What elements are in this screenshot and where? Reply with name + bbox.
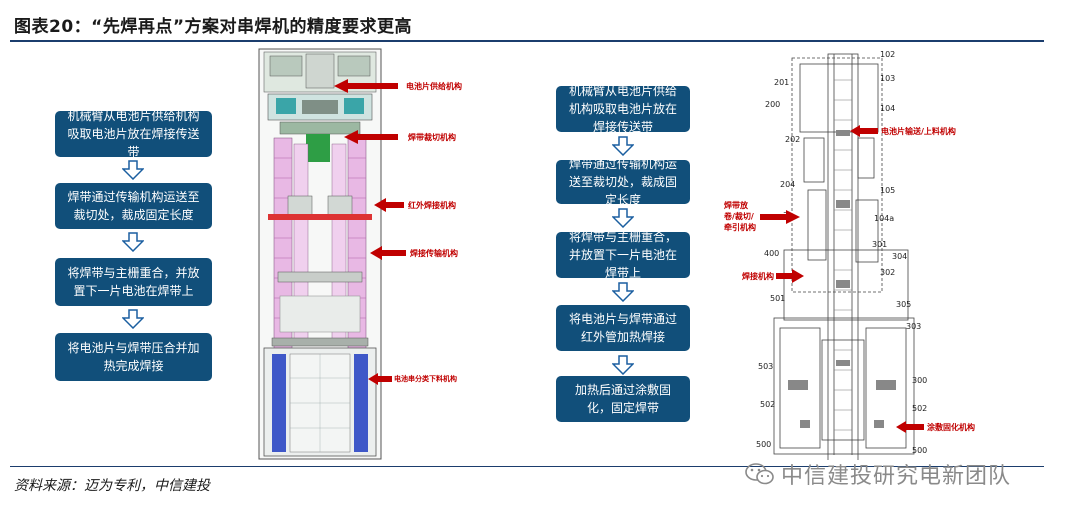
part-number: 303	[906, 322, 922, 331]
part-number: 105	[880, 186, 896, 195]
part-number: 502	[912, 404, 928, 413]
part-number: 304	[892, 252, 908, 261]
red-arrow-icon	[334, 79, 398, 93]
red-arrow-icon	[370, 246, 406, 260]
part-number: 305	[896, 300, 912, 309]
callout-ribbon-feed: 焊带放卷/裁切/牵引机构	[724, 200, 800, 233]
right-step-4: 将电池片与焊带通过红外管加热焊接	[556, 305, 690, 351]
red-arrow-icon	[776, 269, 804, 283]
callout-coating-curing: 涂敷固化机构	[896, 420, 975, 434]
callout-infrared-welding: 红外焊接机构	[374, 197, 456, 213]
left-step-3: 将焊带与主栅重合，并放置下一片电池在焊带上	[55, 258, 212, 306]
figure-title: 图表20：“先焊再点”方案对串焊机的精度要求更高	[14, 17, 413, 37]
callout-cell-supply: 电池片供给机构	[334, 78, 462, 94]
part-number: 300	[912, 376, 928, 385]
callout-string-sorting: 电池串分类下料机构	[368, 372, 457, 386]
part-number: 204	[780, 180, 796, 189]
part-number: 503	[758, 362, 774, 371]
part-number: 501	[770, 294, 786, 303]
red-arrow-icon	[896, 421, 924, 433]
part-number: 102	[880, 50, 896, 59]
part-number: 500	[912, 446, 928, 455]
red-arrow-icon	[368, 373, 392, 385]
part-number: 202	[785, 135, 801, 144]
watermark: 中信建投研究电新团队	[745, 458, 1011, 490]
patent-line-drawing	[773, 53, 915, 460]
part-number: 500	[756, 440, 772, 449]
right-step-1: 机械臂从电池片供给机构吸取电池片放在焊接传送带	[556, 84, 690, 134]
part-number: 201	[774, 78, 790, 87]
part-number: 400	[764, 249, 780, 258]
right-step-3: 将焊带与主栅重合，并放置下一片电池在焊带上	[556, 230, 690, 280]
watermark-text: 中信建投研究电新团队	[781, 464, 1012, 489]
red-arrow-icon	[760, 209, 800, 224]
right-step-2: 焊带通过传输机构运送至裁切处，裁成固定长度	[556, 157, 690, 207]
callout-cell-conveying: 电池片输送/上料机构	[850, 124, 956, 138]
down-arrow-icon	[612, 208, 634, 228]
left-step-4: 将电池片与焊带压合并加热完成焊接	[55, 333, 212, 381]
part-number: 104	[880, 104, 896, 113]
down-arrow-icon	[122, 232, 144, 252]
part-number: 103	[880, 74, 896, 83]
right-step-5: 加热后通过涂敷固化，固定焊带	[556, 376, 690, 422]
part-number: 200	[765, 100, 781, 109]
red-arrow-icon	[374, 198, 404, 212]
wechat-icon	[745, 463, 774, 485]
callout-ribbon-cutting: 焊带裁切机构	[344, 129, 456, 145]
part-number: 301	[872, 240, 888, 249]
stringer-machine-drawing	[258, 48, 382, 460]
part-number: 104a	[874, 214, 895, 223]
down-arrow-icon	[612, 355, 634, 375]
left-step-1: 机械臂从电池片供给机构吸取电池片放在焊接传送带	[55, 109, 212, 159]
down-arrow-icon	[122, 309, 144, 329]
callout-welding-transfer: 焊接传输机构	[370, 245, 458, 261]
callout-welding: 焊接机构	[742, 268, 804, 284]
red-arrow-icon	[850, 125, 878, 137]
part-number: 502	[760, 400, 776, 409]
bottom-rule	[10, 466, 1044, 467]
left-step-2: 焊带通过传输机构运送至裁切处，裁成固定长度	[55, 183, 212, 229]
down-arrow-icon	[612, 136, 634, 156]
red-arrow-icon	[344, 130, 398, 144]
top-rule	[10, 40, 1044, 42]
part-number: 302	[880, 268, 896, 277]
down-arrow-icon	[122, 160, 144, 180]
down-arrow-icon	[612, 282, 634, 302]
source-note: 资料来源：迈为专利，中信建投	[14, 478, 210, 494]
